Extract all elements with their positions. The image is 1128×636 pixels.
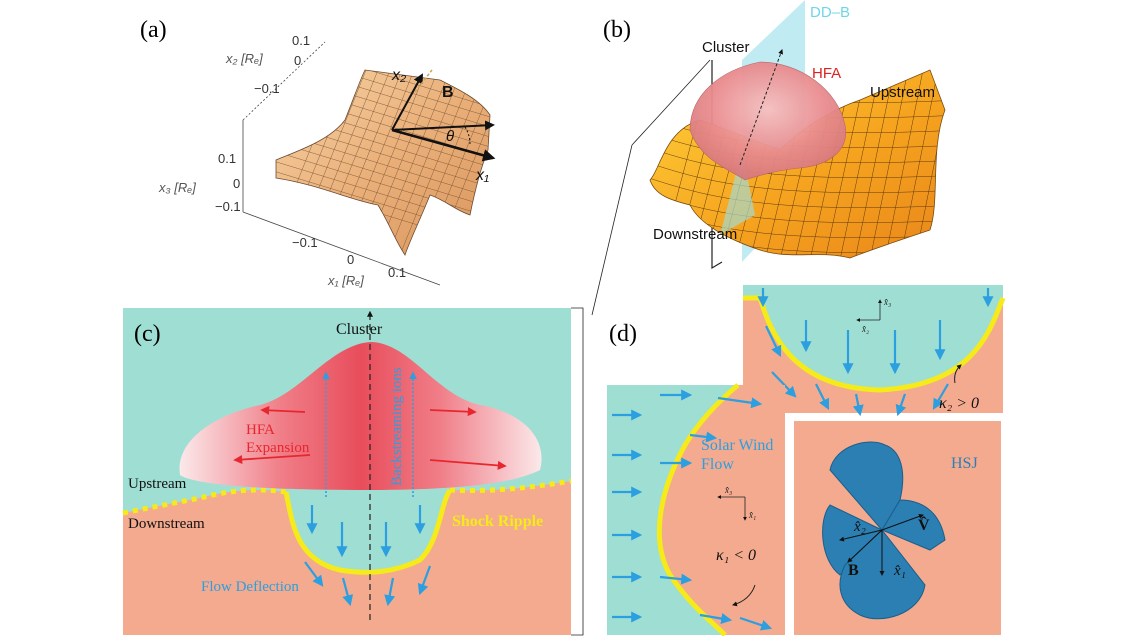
hfa-label-c: HFA bbox=[246, 422, 275, 438]
left-x3-label: x̂₃ bbox=[724, 485, 732, 495]
downstream-label-b: Downstream bbox=[653, 226, 737, 243]
solar-wind-flow-label: Flow bbox=[701, 456, 734, 473]
x1-axis-label: x₁ [Rₑ] bbox=[327, 273, 364, 288]
panel-d-label: (d) bbox=[609, 321, 637, 347]
panel-c-bracket bbox=[571, 307, 584, 636]
hsj-x1-label: x̂₁ bbox=[893, 563, 906, 579]
x1-tick: −0.1 bbox=[292, 235, 318, 250]
theta-label: θ bbox=[446, 128, 454, 145]
cluster-label-b: Cluster bbox=[702, 39, 750, 56]
left-axes bbox=[717, 495, 747, 521]
top-x3-label: x̂₃ bbox=[883, 297, 891, 307]
axis-box-line bbox=[242, 211, 441, 286]
panel-c: (c) Cluster HFA Expansion Backstreaming … bbox=[122, 307, 584, 636]
hsj-label: HSJ bbox=[951, 455, 978, 472]
expansion-arrow bbox=[429, 407, 477, 417]
x2-tick: 0 bbox=[294, 53, 301, 68]
downstream-region-c bbox=[123, 481, 571, 635]
top-upstream-region bbox=[743, 285, 1003, 390]
solar-wind-label: Solar Wind bbox=[701, 437, 773, 454]
expansion-arrow bbox=[429, 459, 507, 470]
left-x1-label: x̂₁ bbox=[748, 510, 756, 520]
panel-a: (a) x₂ [Rₑ] 0.1 0 −0.1 0.1 x₃ [Rₑ] 0 −0.… bbox=[140, 17, 496, 288]
vector-x2-label: x₂ bbox=[391, 67, 406, 84]
left-shock-curve bbox=[656, 383, 740, 636]
deflect-arrow bbox=[417, 565, 432, 596]
shock-surface-a bbox=[275, 69, 491, 256]
surface-mesh-a bbox=[276, 70, 490, 255]
top-flow-arrows bbox=[757, 288, 994, 417]
shock-ripple-curve bbox=[283, 488, 453, 575]
axis-box-line bbox=[242, 41, 326, 121]
x3-tick: 0.1 bbox=[218, 151, 236, 166]
hsj-v-label: V̂ bbox=[918, 516, 930, 534]
hsj-b-label: B bbox=[848, 562, 859, 579]
kappa2-arrow bbox=[954, 364, 962, 384]
upstream-label-b: Upstream bbox=[870, 84, 935, 101]
downstream-label-c: Downstream bbox=[128, 516, 205, 532]
dd-b-label: DD–B bbox=[810, 4, 850, 21]
callout-line bbox=[591, 144, 633, 316]
hfa-label-b: HFA bbox=[812, 65, 841, 82]
kappa1-label: κ₁ < 0 bbox=[716, 547, 756, 564]
hsj-x2-label: x̂₂ bbox=[853, 519, 866, 535]
cluster-label-c: Cluster bbox=[336, 321, 383, 338]
expansion-arrow bbox=[260, 405, 306, 415]
x3-tick: 0 bbox=[233, 176, 240, 191]
deflect-arrow bbox=[304, 561, 324, 587]
left-flow-arrows bbox=[612, 389, 773, 631]
kappa2-label: κ₂ > 0 bbox=[939, 395, 979, 412]
x2-tick: 0.1 bbox=[292, 33, 310, 48]
hsj-cone-upper bbox=[829, 441, 904, 531]
top-shock-curve bbox=[743, 295, 1006, 393]
x1-tick: 0.1 bbox=[388, 265, 406, 280]
shock-ripple-label: Shock Ripple bbox=[452, 513, 543, 530]
vector-x2-arrow bbox=[391, 73, 423, 131]
hsj-wedge-left bbox=[822, 504, 883, 576]
callout-line bbox=[631, 59, 711, 146]
vector-b-arrow bbox=[391, 120, 495, 131]
vector-x1-arrow bbox=[391, 128, 496, 162]
hfa-region-c bbox=[179, 342, 542, 490]
upstream-label-c: Upstream bbox=[128, 476, 187, 492]
x3-tick: −0.1 bbox=[215, 199, 241, 214]
panel-a-label: (a) bbox=[140, 17, 167, 43]
flow-deflection-label: Flow Deflection bbox=[201, 579, 299, 595]
x2-tick: −0.1 bbox=[254, 81, 280, 96]
top-x2-label: x̂₂ bbox=[861, 324, 869, 334]
backstreaming-label: Backstreaming ions bbox=[389, 367, 405, 486]
shock-dotted-curve bbox=[122, 478, 572, 516]
x3-axis-label: x₃ [Rₑ] bbox=[158, 180, 196, 195]
cluster-arrow-b bbox=[739, 49, 783, 166]
vector-x1-label: x₁ bbox=[475, 167, 489, 184]
panel-c-label: (c) bbox=[134, 321, 161, 347]
top-axes bbox=[856, 299, 882, 322]
panel-b-label: (b) bbox=[603, 17, 631, 43]
kappa1-arrow bbox=[732, 584, 756, 607]
deflect-arrow bbox=[384, 577, 396, 607]
hsj-axes bbox=[839, 514, 924, 576]
hsj-wedge-right bbox=[881, 499, 946, 551]
vector-b-label: B bbox=[442, 84, 454, 101]
theta-arc bbox=[464, 126, 471, 145]
x1-tick: 0 bbox=[347, 252, 354, 267]
expansion-arrow bbox=[233, 454, 311, 465]
deflect-arrow bbox=[341, 577, 354, 607]
panel-b: (b) DD–B Cluster HFA Upstream Downstream bbox=[591, 0, 946, 316]
hfa-dome-b bbox=[689, 61, 847, 181]
expansion-label-c: Expansion bbox=[246, 440, 310, 456]
panel-d: (d) x̂₃ x̂₂ κ₂ > 0 bbox=[607, 285, 1006, 636]
x2-axis-label: x₂ [Rₑ] bbox=[225, 51, 263, 66]
